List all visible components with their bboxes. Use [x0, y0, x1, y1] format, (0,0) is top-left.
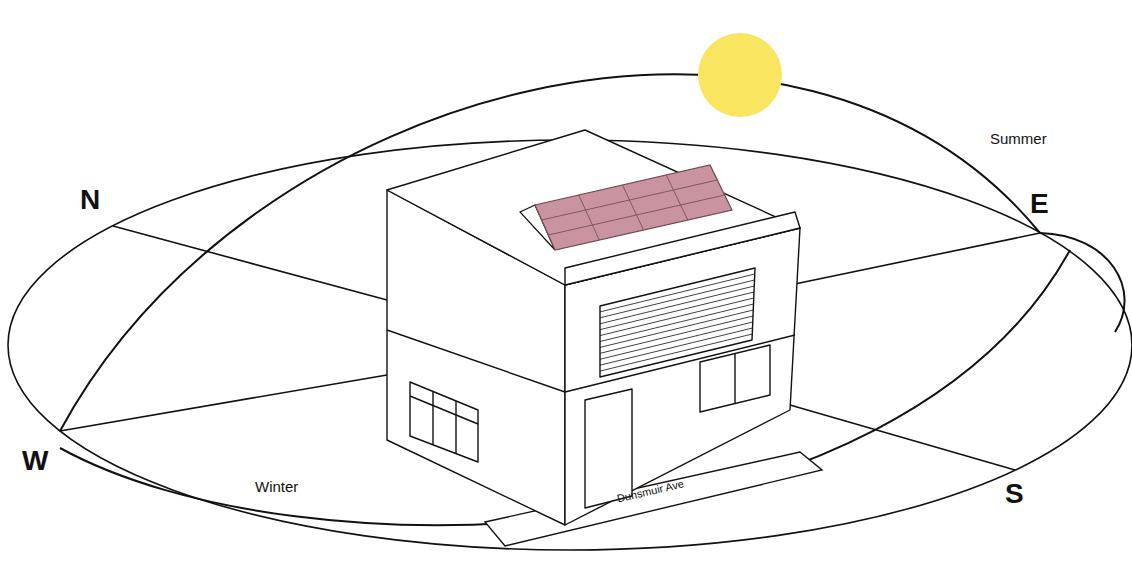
east-line: [790, 233, 1040, 285]
shutter-slat: [600, 322, 753, 359]
compass-label-text: N: [80, 184, 100, 215]
shutter-slat: [600, 328, 753, 365]
west-line: [60, 375, 387, 431]
shutter-slat: [600, 292, 754, 330]
shutter-slat: [600, 298, 754, 336]
sun: [698, 33, 782, 117]
window-mullion: [455, 401, 456, 454]
panel-cell-line: [623, 185, 644, 230]
season-label-text: Winter: [255, 478, 298, 495]
season-label: Summer: [990, 130, 1047, 148]
north-line: [113, 226, 387, 300]
shutter-slat: [600, 316, 753, 353]
panel-cell-line: [548, 195, 724, 235]
compass-label-text: W: [22, 445, 48, 476]
season-label-text: Summer: [990, 130, 1047, 147]
horizon-ellipse: [8, 140, 1132, 550]
panel-cell-line: [666, 175, 688, 220]
compass-label-text: E: [1030, 188, 1049, 219]
shutter-slat: [600, 274, 755, 312]
compass-label: N: [80, 184, 100, 216]
compass-label: E: [1030, 188, 1049, 220]
window: [700, 345, 770, 412]
house-roof: [387, 130, 800, 285]
window-mullion: [432, 391, 433, 445]
window-mullion: [734, 354, 735, 404]
panel-cell-line: [542, 180, 718, 220]
panel-cell-line: [579, 195, 600, 240]
shutter-slat: [600, 304, 754, 342]
floor-band: [387, 330, 565, 392]
shutter-slat: [600, 286, 754, 324]
shutter-slat: [600, 280, 755, 318]
shutter-slat: [600, 334, 752, 371]
compass-label-text: S: [1005, 478, 1024, 509]
compass-label: S: [1005, 478, 1024, 510]
solar-panel: [535, 165, 732, 250]
window: [410, 382, 478, 462]
compass-label: W: [22, 445, 48, 477]
roller-shutter: [600, 268, 755, 377]
window-mullion: [410, 396, 478, 424]
sun-path-loop: [1040, 233, 1125, 332]
shutter-slat: [600, 310, 753, 347]
season-label: Winter: [255, 478, 298, 496]
